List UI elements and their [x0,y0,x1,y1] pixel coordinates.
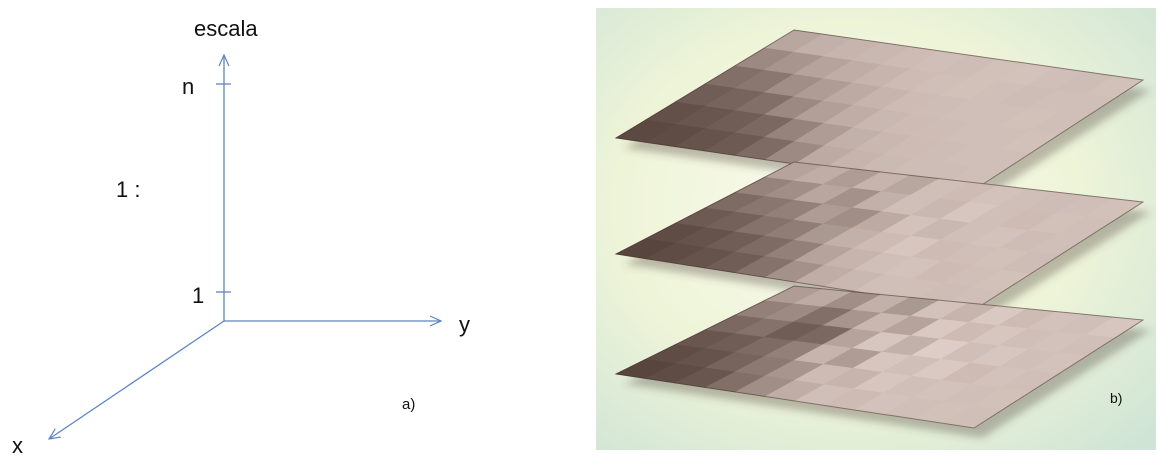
tick-label-1: 1 [192,283,204,308]
x-axis-line [49,321,224,439]
panel-label-a: a) [402,396,415,413]
multiscale-layers-panel: b) [596,8,1156,450]
panel-label-b: b) [1110,390,1122,406]
stacked-raster-layers: b) [596,8,1156,450]
ratio-label: 1 : [116,177,140,202]
y-axis-label: y [459,312,470,337]
scale-axis-title: escala [194,16,258,41]
scale-axes-diagram: escala n 1 : 1 y x a) [0,0,600,457]
tick-label-n: n [182,74,194,99]
layers-group [616,30,1151,438]
x-axis-label: x [12,433,23,457]
